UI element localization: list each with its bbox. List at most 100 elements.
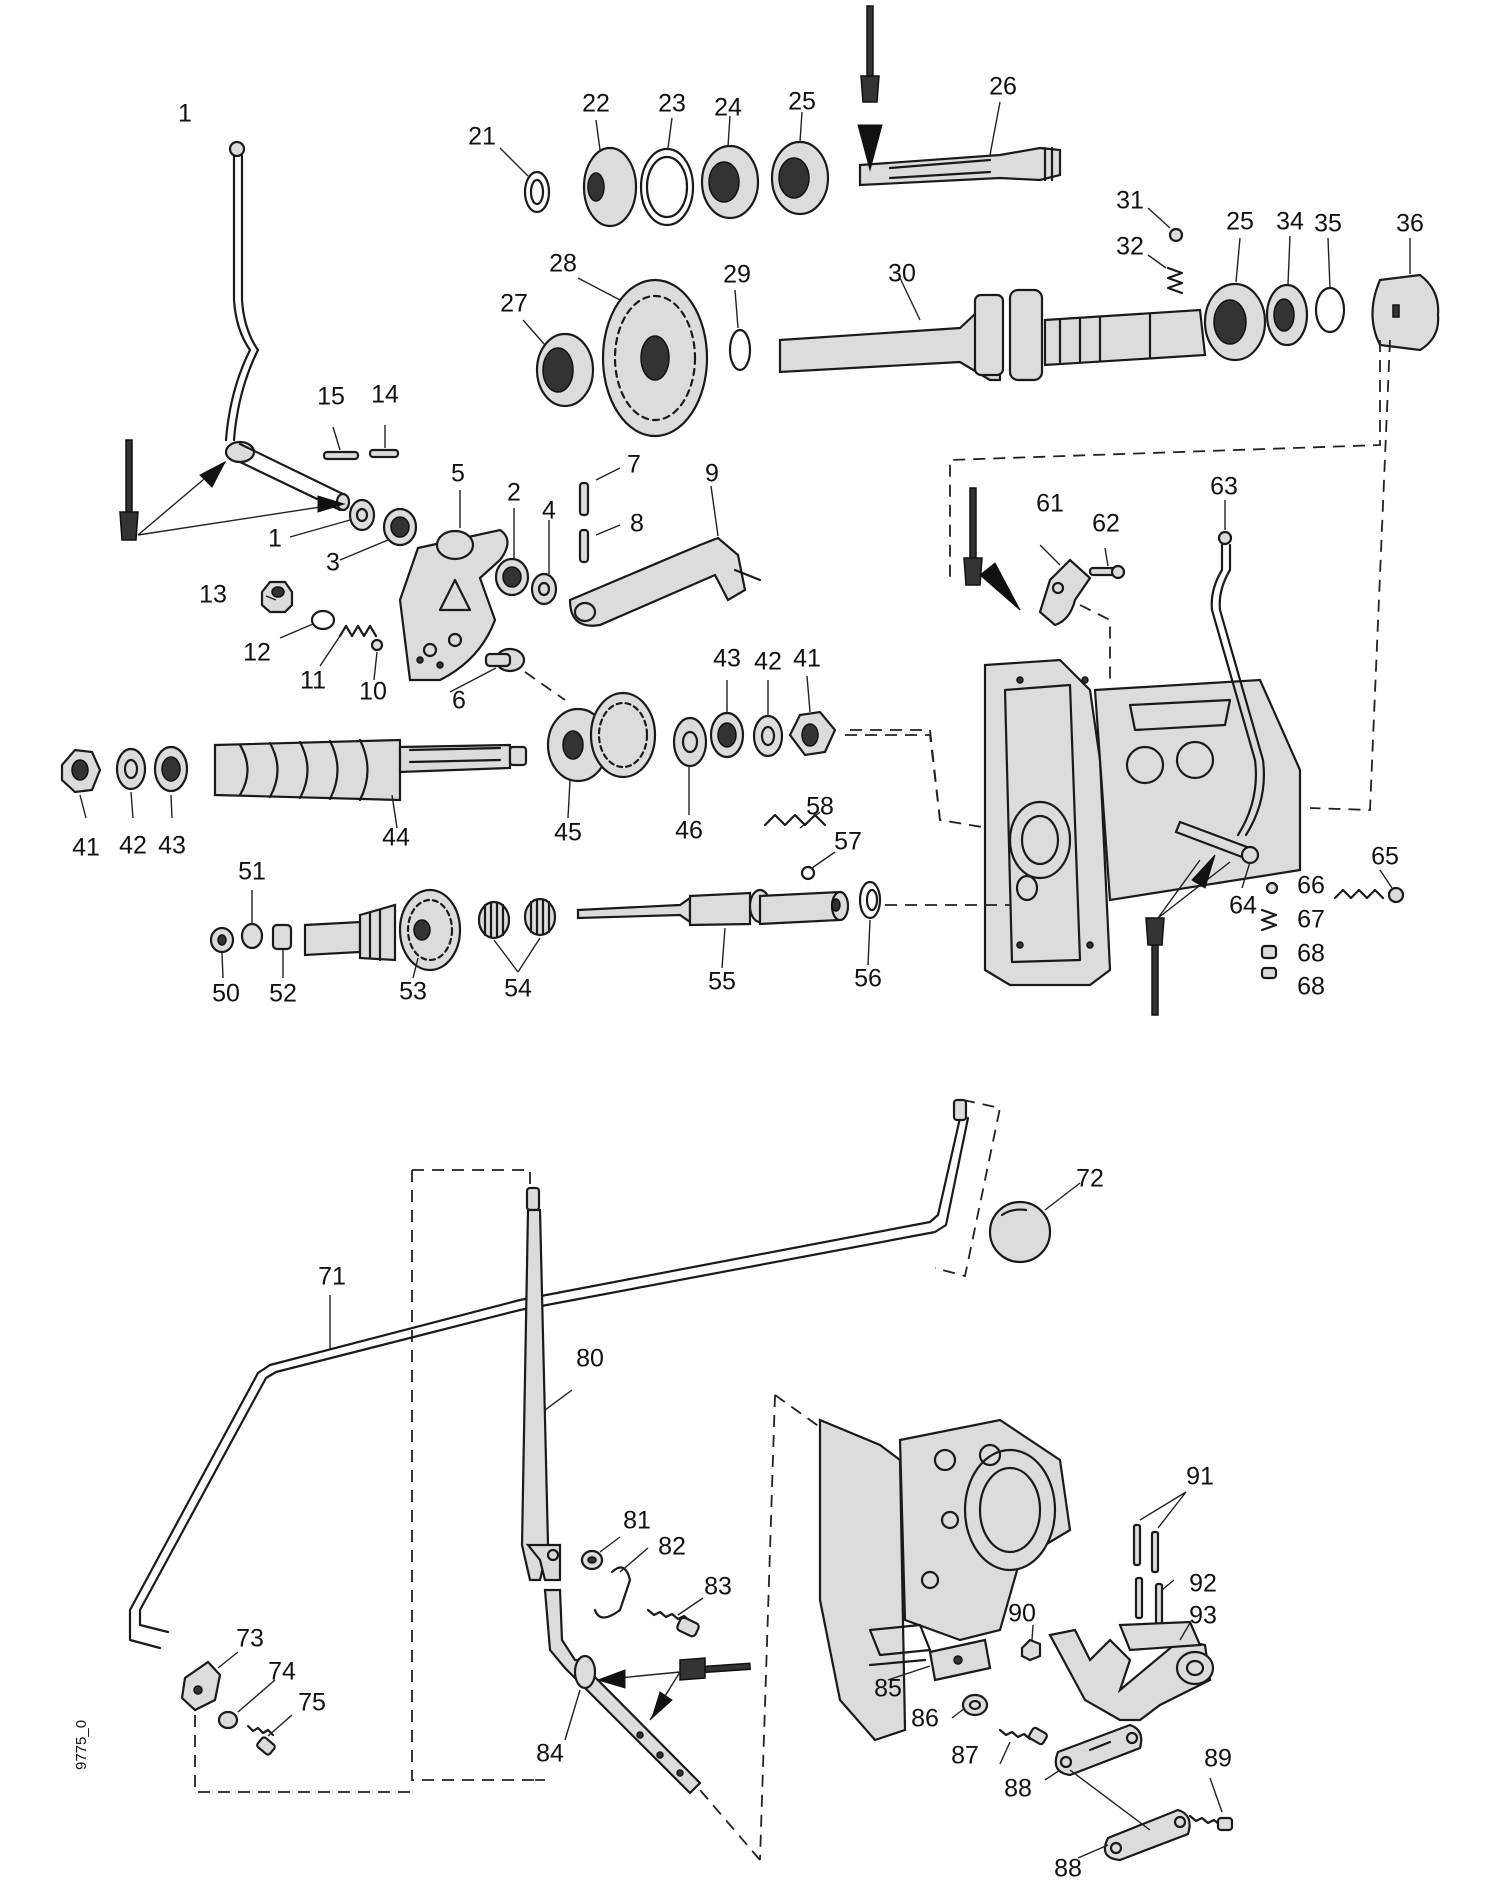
- spring-32: [1166, 266, 1184, 295]
- label-87: 87: [951, 1742, 979, 1770]
- label-56: 56: [854, 965, 882, 993]
- label-27: 27: [500, 290, 528, 318]
- shift-lever-63: [1210, 530, 1265, 837]
- label-93: 93: [1189, 1602, 1217, 1630]
- shift-fork-61: [1038, 558, 1092, 627]
- label-51: 51: [238, 858, 266, 886]
- brush-marker-icon: [679, 1657, 751, 1681]
- label-23: 23: [658, 90, 686, 118]
- bearing-43-right: [709, 711, 745, 759]
- brush-marker-icon: [1145, 917, 1165, 1016]
- label-21: 21: [468, 123, 496, 151]
- rod-64: [1174, 820, 1260, 865]
- label-63: 63: [1210, 473, 1238, 501]
- label-31: 31: [1116, 187, 1144, 215]
- pin-8: [578, 528, 590, 564]
- clip-82: [593, 1566, 632, 1619]
- label-50: 50: [212, 980, 240, 1008]
- bearing-24: [700, 144, 760, 220]
- washer-74: [217, 1710, 239, 1730]
- gear-shift-lever: [224, 140, 351, 512]
- screw-75: [246, 1724, 276, 1756]
- label-88: 88: [1054, 1855, 1082, 1883]
- callout-labels: 1 1 2 3 4 5 6 7 8 9 10 11 12 13 14 15 21…: [72, 73, 1424, 1883]
- plug-13: [260, 580, 294, 614]
- label-45: 45: [554, 819, 582, 847]
- label-75: 75: [298, 1689, 326, 1717]
- label-9: 9: [705, 460, 719, 488]
- screw-90: [1020, 1638, 1042, 1662]
- label-22: 22: [582, 90, 610, 118]
- label-54: 54: [504, 975, 532, 1003]
- label-43: 43: [713, 645, 741, 673]
- pin-6: [484, 647, 526, 673]
- label-36: 36: [1396, 210, 1424, 238]
- label-74: 74: [268, 1658, 296, 1686]
- label-34: 34: [1276, 208, 1304, 236]
- washer-46: [672, 716, 708, 768]
- label-41: 41: [793, 645, 821, 673]
- label-1: 1: [268, 525, 282, 553]
- screw-89: [1188, 1814, 1234, 1832]
- bearing-2: [494, 557, 530, 597]
- bearing-3: [382, 507, 418, 547]
- label-12: 12: [243, 639, 271, 667]
- label-90: 90: [1008, 1600, 1036, 1628]
- label-91: 91: [1186, 1463, 1214, 1491]
- plate-85: [928, 1638, 992, 1682]
- screw-83: [646, 1608, 700, 1638]
- bolt-87: [998, 1726, 1048, 1746]
- screw-62: [1088, 564, 1126, 580]
- label-62: 62: [1092, 510, 1120, 538]
- label-55: 55: [708, 968, 736, 996]
- ball-66: [1265, 881, 1279, 895]
- label-65: 65: [1371, 843, 1399, 871]
- label-66: 66: [1297, 872, 1325, 900]
- label-58: 58: [806, 793, 834, 821]
- bearing-25-upper: [770, 140, 830, 216]
- label-57: 57: [834, 828, 862, 856]
- label-24: 24: [714, 94, 742, 122]
- label-92: 92: [1189, 1570, 1217, 1598]
- label-10: 10: [359, 678, 387, 706]
- washer-4: [530, 572, 558, 606]
- label-5: 5: [451, 460, 465, 488]
- shift-lever-80: [520, 1186, 562, 1582]
- label-42: 42: [754, 648, 782, 676]
- ball-31: [1168, 227, 1184, 243]
- label-68: 68: [1297, 973, 1325, 1001]
- label-88: 88: [1004, 1775, 1032, 1803]
- label-1: 1: [178, 100, 192, 128]
- washer-42-right: [752, 714, 784, 758]
- drawing-code: 9775_0: [73, 1720, 90, 1770]
- label-67: 67: [1297, 906, 1325, 934]
- seal-56: [858, 880, 882, 920]
- label-84: 84: [536, 1740, 564, 1768]
- label-42: 42: [119, 832, 147, 860]
- label-13: 13: [199, 581, 227, 609]
- circlip-21: [523, 170, 551, 214]
- ring-35: [1314, 286, 1346, 334]
- label-7: 7: [627, 451, 641, 479]
- label-32: 32: [1116, 233, 1144, 261]
- label-71: 71: [318, 1263, 346, 1291]
- label-73: 73: [236, 1625, 264, 1653]
- plug-68a: [1260, 944, 1278, 960]
- label-25: 25: [788, 88, 816, 116]
- label-86: 86: [911, 1705, 939, 1733]
- spring-58: [763, 813, 827, 827]
- selector-arm-9: [568, 536, 762, 627]
- gearbox-housing-lower: [818, 1418, 1072, 1742]
- spring-11: [338, 624, 378, 638]
- label-41: 41: [72, 834, 100, 862]
- washer-51: [240, 922, 264, 950]
- main-shaft-30: [778, 288, 1207, 382]
- bearing-43-left: [153, 745, 189, 793]
- shift-bracket-5: [398, 528, 509, 682]
- brush-marker-icon: [119, 439, 139, 541]
- nut-41-right: [788, 710, 837, 757]
- gear-45: [546, 691, 657, 783]
- label-89: 89: [1204, 1745, 1232, 1773]
- label-82: 82: [658, 1533, 686, 1561]
